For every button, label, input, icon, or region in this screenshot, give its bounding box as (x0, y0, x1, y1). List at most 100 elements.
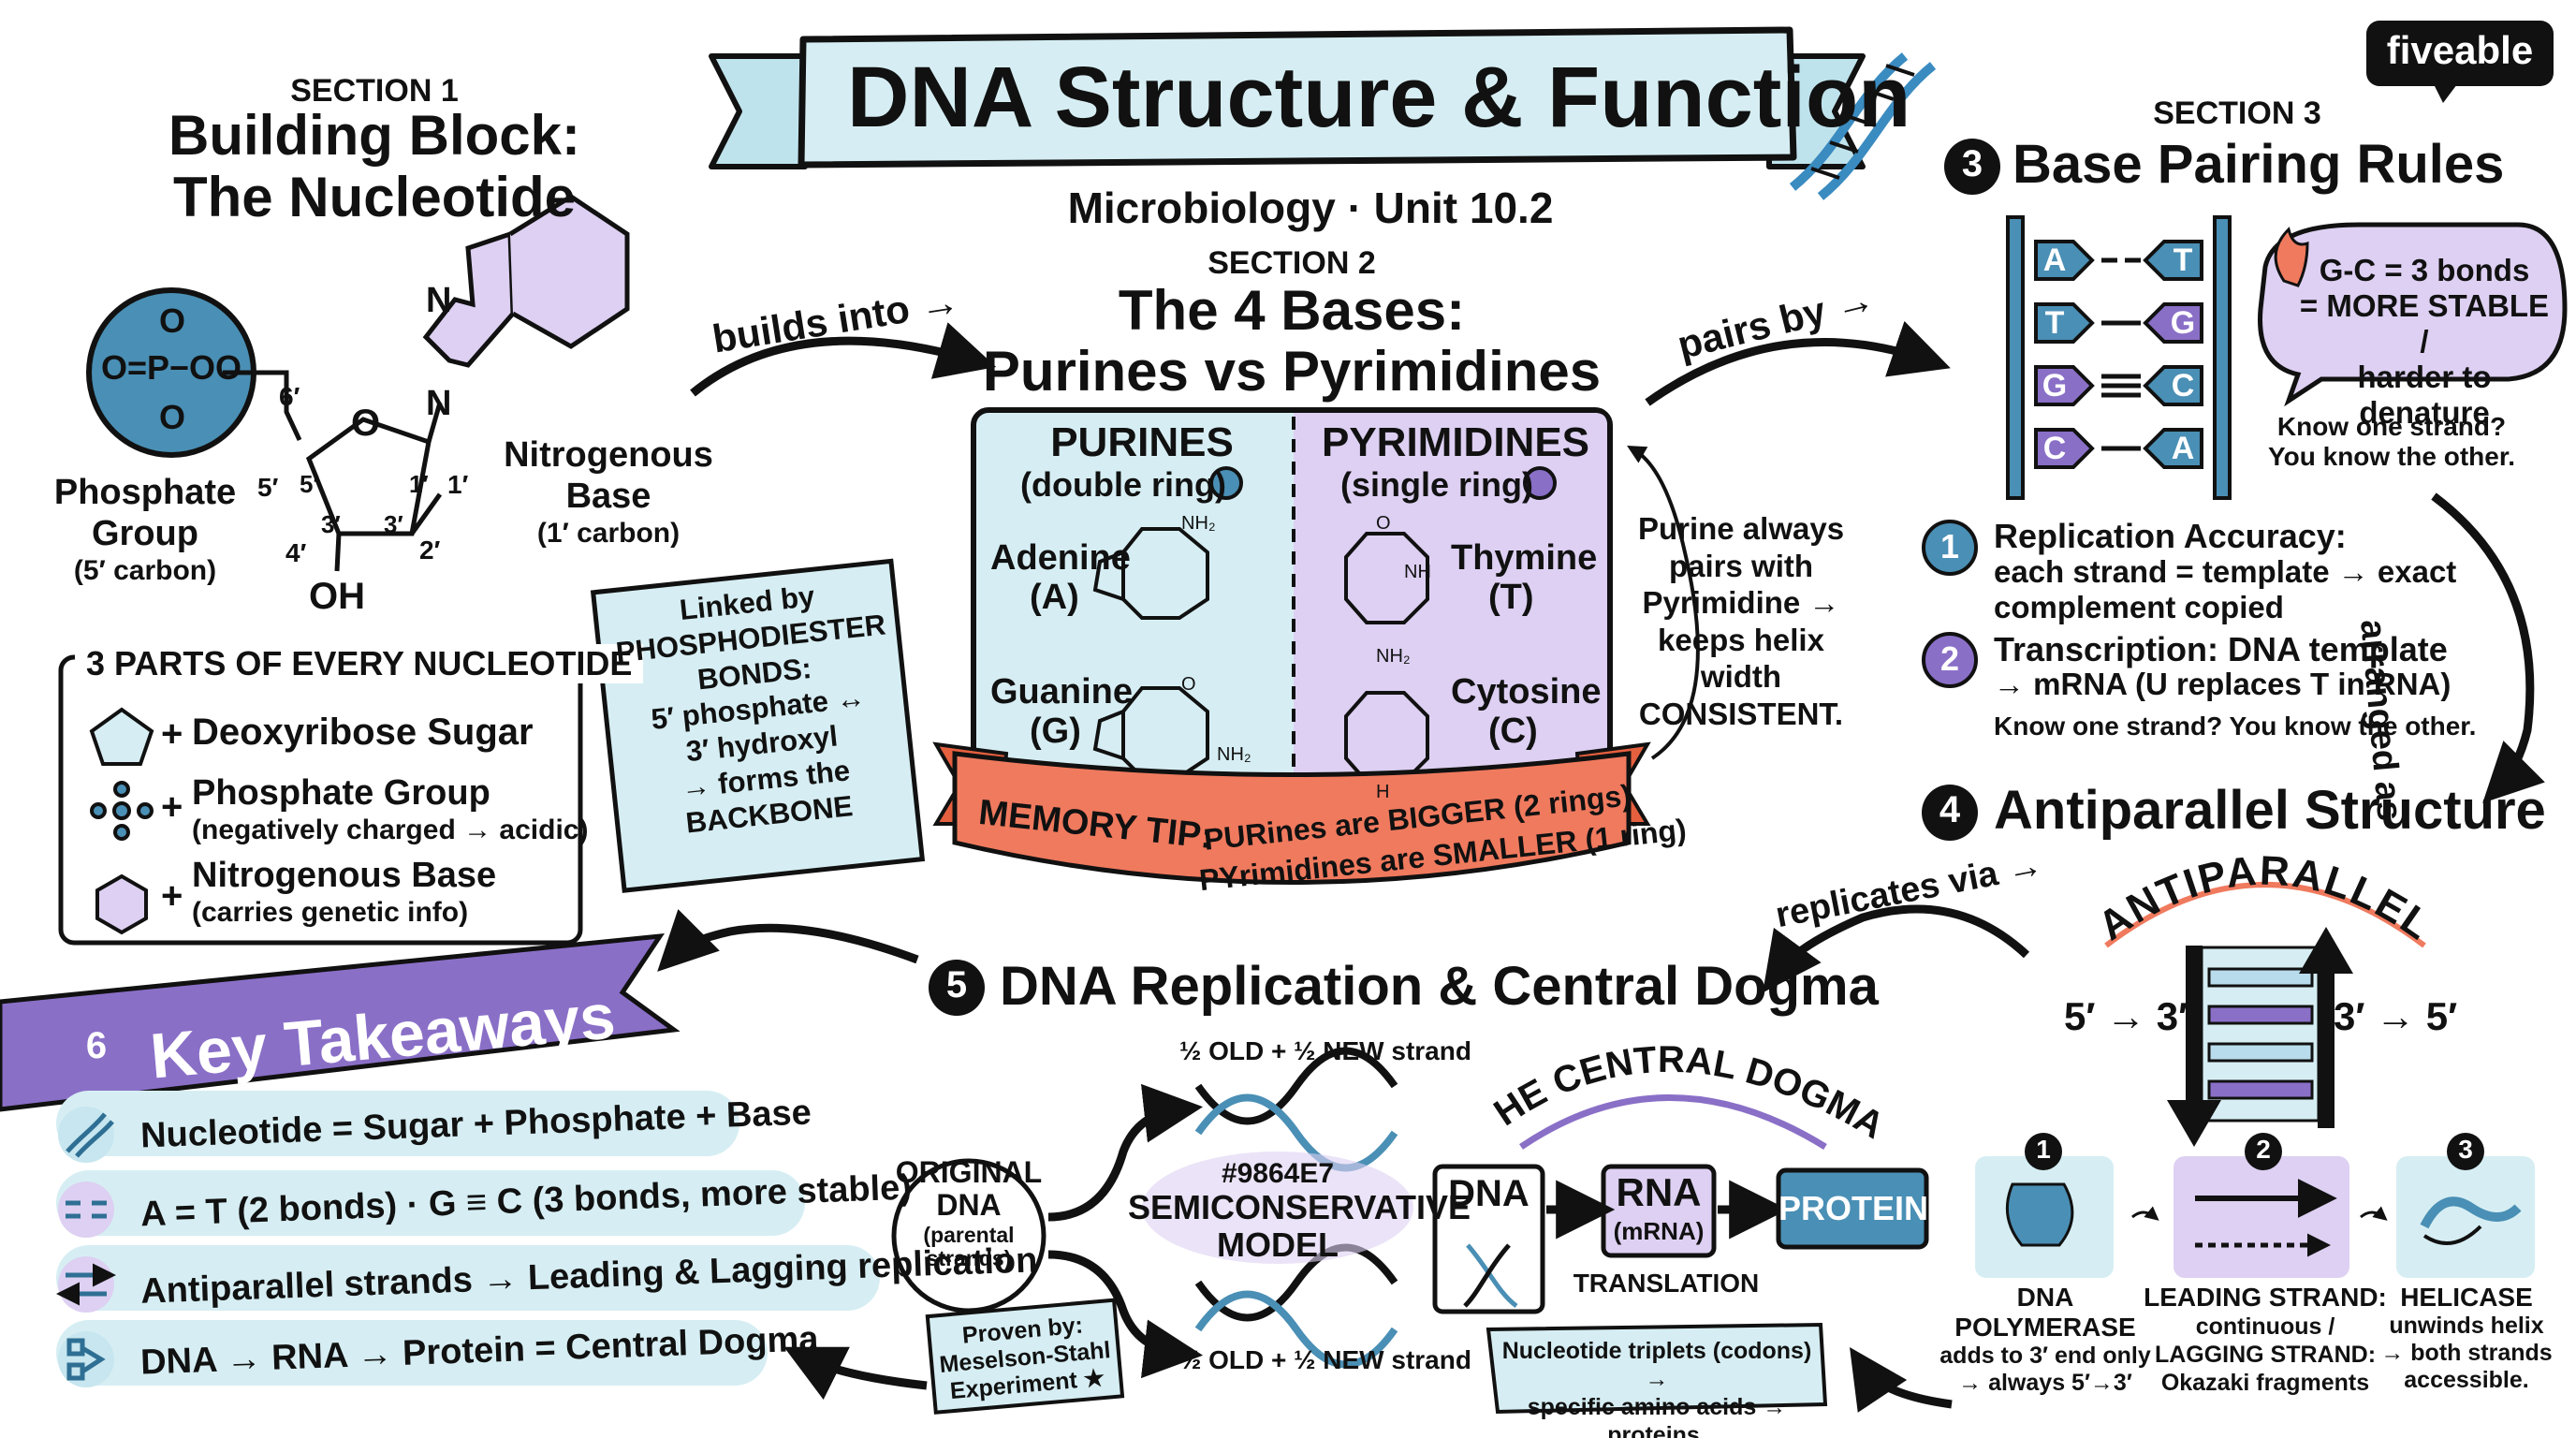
parts-plus-2: + (161, 786, 183, 828)
guanine-nh2: NH₂ (1217, 744, 1251, 765)
purines-note: (double ring) (1020, 465, 1226, 504)
arranged-as-arrow (2431, 492, 2546, 803)
codon-arrow (1850, 1347, 1953, 1413)
antiparallel-ladder (2167, 927, 2353, 1147)
cytosine-h: H (1376, 782, 1390, 802)
carbon-4-label: 4′ (285, 538, 307, 567)
carbon-3-inner: 3′ (321, 510, 341, 538)
translation-label: TRANSLATION (1573, 1269, 1760, 1298)
carbon-5-label: 5′ (257, 473, 279, 502)
step-1-note: adds to 3′ end only → always 5′→3′ (1939, 1343, 2151, 1396)
left-direction: 5′ → 3′ (2064, 994, 2188, 1038)
daughter-dna-bottom (1194, 1243, 1398, 1369)
antiparallel-arc (2104, 882, 2426, 948)
guanine-abbr: (G) (1030, 712, 1081, 751)
original-dna-circle (891, 1158, 1046, 1313)
carbon-5-inner: 5′ (300, 470, 319, 498)
parts-title: 3 PARTS OF EVERY NUCLEOTIDE (75, 644, 644, 683)
thymine-nh: NH (1404, 562, 1431, 582)
builds-into-arrow (690, 322, 997, 397)
phosphate-o-top: O (159, 301, 186, 340)
carbon-1-inner: 1′ (409, 470, 429, 498)
phosphate-note: (5′ carbon) (73, 555, 217, 586)
carbon-1-label: 1′ (447, 470, 469, 499)
section5-number: 5 (945, 964, 968, 1005)
proven-card (925, 1298, 1125, 1415)
cytosine-abbr: (C) (1488, 712, 1538, 751)
semiconservative-model: SEMICONSERVATIVE MODEL (1128, 1188, 1471, 1264)
section2-title: The 4 Bases: Purines vs Pyrimidines (982, 279, 1602, 403)
carbon-3-label: 3′ (384, 510, 403, 538)
thymine-o: O (1376, 513, 1391, 534)
base-pair-ladder (2006, 215, 2232, 500)
section3-title: Base Pairing Rules (2012, 134, 2505, 195)
parts-icons (89, 707, 154, 935)
bases-panel (971, 407, 1613, 806)
section4-number: 4 (1939, 789, 1961, 830)
takeaways-banner (0, 932, 681, 1112)
meselson-stahl-note: Proven by: Meselson-Stahl Experiment ★ (938, 1312, 1112, 1404)
step-3-note: unwinds helix → both strands accessible. (2380, 1313, 2553, 1393)
cytosine-nh2: NH₂ (1376, 646, 1411, 667)
adenine-nh2: NH₂ (1181, 513, 1216, 534)
point-1-title: Replication Accuracy: (1994, 517, 2347, 555)
base-n-top: N (426, 281, 452, 320)
point-1-text: each strand = template → exact complemen… (1994, 554, 2457, 624)
ring-oxygen: O (351, 403, 381, 444)
base-note: (1′ carbon) (536, 518, 681, 549)
purines-title: PURINES (1050, 419, 1234, 465)
phosphodiester-note: Linked by PHOSPHODIESTER BONDS: 5′ phosp… (614, 580, 887, 840)
half-strand-bottom: ½ OLD + ½ NEW strand (1179, 1345, 1471, 1374)
pair-4-right: A (2171, 431, 2195, 466)
section3-number: 3 (1961, 143, 1983, 184)
section6-number: 6 (85, 1025, 108, 1066)
adenine-name: Adenine (990, 538, 1131, 578)
thymine-abbr: (T) (1488, 578, 1534, 617)
brand-logo-text: fiveable (2386, 28, 2534, 72)
dogma-flow (1432, 1164, 1929, 1314)
step-1-label: DNA POLYMERASE (1954, 1283, 2136, 1343)
proven-to-takeaways-arrow (783, 1346, 928, 1401)
section5-title: DNA Replication & Central Dogma (1000, 956, 1879, 1017)
cytosine-name: Cytosine (1451, 672, 1602, 712)
fiveable-logo (2366, 21, 2554, 103)
step-1-number: 1 (2036, 1135, 2051, 1164)
phosphate-label: Phosphate Group (53, 473, 237, 553)
step-2-note: continuous / LAGGING STRAND: Okazaki fra… (2154, 1313, 2377, 1396)
phosphate-o-bottom: O (159, 398, 186, 436)
section1-kicker: SECTION 1 (290, 73, 459, 109)
original-dna-label: ORIGINAL DNA (895, 1155, 1043, 1223)
phosphate-o-right: O (215, 348, 242, 387)
gc-stability-bubble: G-C = 3 bonds = MORE STABLE / harder to … (2299, 253, 2550, 430)
pair-3-right: C (2171, 368, 2195, 404)
page-title: DNA Structure & Function (847, 50, 1911, 145)
section4-title: Antiparallel Structure (1994, 780, 2546, 841)
point-1-number: 1 (1939, 527, 1960, 565)
part-sugar: Deoxyribose Sugar (192, 712, 534, 753)
part-phosphate-note: (negatively charged → acidic) (192, 814, 589, 845)
pair-2-left: T (2044, 305, 2065, 341)
guanine-name: Guanine (990, 672, 1134, 712)
codon-note-card (1486, 1322, 1828, 1415)
dogma-protein: PROTEIN (1778, 1189, 1929, 1227)
antiparallel-label: ANTIPARALLEL (2090, 847, 2440, 949)
takeaway-pills (56, 1091, 880, 1386)
stability-bubble (2258, 222, 2568, 407)
pairs-by-arrow (1645, 320, 1951, 406)
section3-kicker: SECTION 3 (2153, 95, 2321, 131)
phosphodiester-note-card (590, 558, 926, 893)
point-2-text: → mRNA (U replaces T in RNA) (1994, 667, 2452, 701)
codon-note: Nucleotide triplets (codons) → specific … (1501, 1338, 1812, 1438)
polymerase-card (1975, 1133, 2114, 1278)
guanine-o: O (1181, 674, 1196, 695)
dogma-arc (1519, 1094, 1827, 1150)
nucleotide-diagram (86, 194, 630, 572)
base-structures (1092, 527, 1429, 784)
model-glow (1142, 1152, 1413, 1264)
section3-footer: Know one strand? You know the other. (1994, 712, 2477, 741)
phosphate-atoms: O=P−O (101, 348, 216, 387)
original-dna-note: (parental strands) (923, 1223, 1015, 1271)
base-n-bottom: N (426, 384, 452, 423)
purine-pyrimidine-note: Purine always pairs with Pyrimidine → ke… (1637, 511, 1845, 731)
